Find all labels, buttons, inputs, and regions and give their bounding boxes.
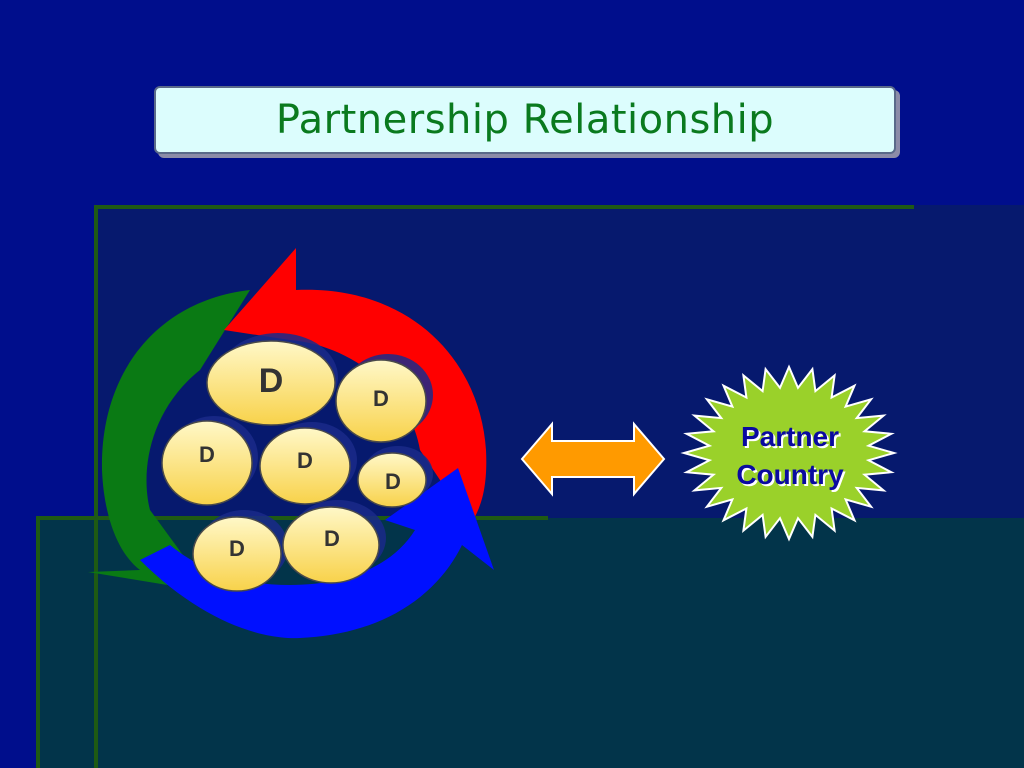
slide-title: Partnership Relationship [275, 97, 775, 143]
node-label: D [297, 448, 313, 473]
double-arrow [520, 421, 666, 497]
divider-line [36, 518, 40, 768]
node-label: D [324, 526, 340, 551]
cycle-arrow-green [88, 290, 250, 592]
node-ellipse [259, 427, 351, 505]
node-ellipse [282, 506, 380, 584]
divider-line [36, 516, 548, 520]
partner-line: Partner [740, 421, 840, 452]
node-ellipse [335, 359, 427, 443]
node-ellipse [192, 516, 282, 592]
node-label: D [229, 536, 245, 561]
node-label: D [199, 442, 215, 467]
node-label: D [385, 469, 401, 494]
divider-line [94, 205, 98, 768]
node-ellipse [357, 452, 427, 508]
node-label: D [258, 362, 284, 400]
node-ellipse [206, 340, 336, 426]
country-line: Country [736, 459, 844, 490]
cycle-arrow-red [224, 248, 487, 525]
title-box: Partnership Relationship [154, 86, 896, 154]
cycle-arrow-blue [140, 468, 494, 639]
node-ellipse [161, 420, 253, 506]
partner-starburst [680, 364, 898, 542]
partner-country-label: Partner Country [700, 418, 880, 494]
node-label: D [373, 386, 389, 411]
divider-line [94, 205, 914, 209]
